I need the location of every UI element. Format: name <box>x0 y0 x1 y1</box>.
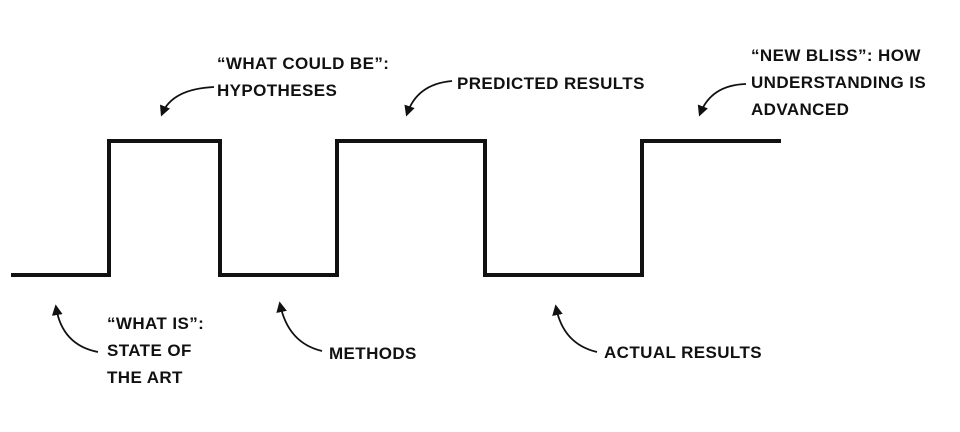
square-wave-path <box>11 139 781 277</box>
label-methods: METHODS <box>329 340 417 367</box>
label-line: THE ART <box>107 368 183 387</box>
label-line: UNDERSTANDING IS <box>751 73 927 92</box>
label-line: ACTUAL RESULTS <box>604 343 762 362</box>
label-what-could-be-hypotheses: “WHAT COULD BE”: HYPOTHESES <box>217 50 389 104</box>
label-line: HYPOTHESES <box>217 81 338 100</box>
arrow-what-is <box>51 304 99 353</box>
label-line: STATE OF <box>107 341 192 360</box>
label-what-is-state-of-the-art: “WHAT IS”: STATE OF THE ART <box>107 310 204 391</box>
arrow-new-bliss <box>697 83 747 117</box>
arrow-hypotheses <box>160 86 215 117</box>
label-line: “WHAT COULD BE”: <box>217 54 390 73</box>
arrow-predicted-results <box>404 80 453 117</box>
label-actual-results: ACTUAL RESULTS <box>604 339 762 366</box>
label-line: “WHAT IS”: <box>107 314 205 333</box>
arrow-actual-results <box>552 304 598 353</box>
label-predicted-results: PREDICTED RESULTS <box>457 70 645 97</box>
label-line: METHODS <box>329 344 417 363</box>
label-line: “NEW BLISS”: HOW <box>751 46 921 65</box>
label-new-bliss: “NEW BLISS”: HOW UNDERSTANDING IS ADVANC… <box>751 42 926 123</box>
label-line: PREDICTED RESULTS <box>457 74 645 93</box>
arrow-methods <box>276 301 323 352</box>
label-line: ADVANCED <box>751 100 850 119</box>
